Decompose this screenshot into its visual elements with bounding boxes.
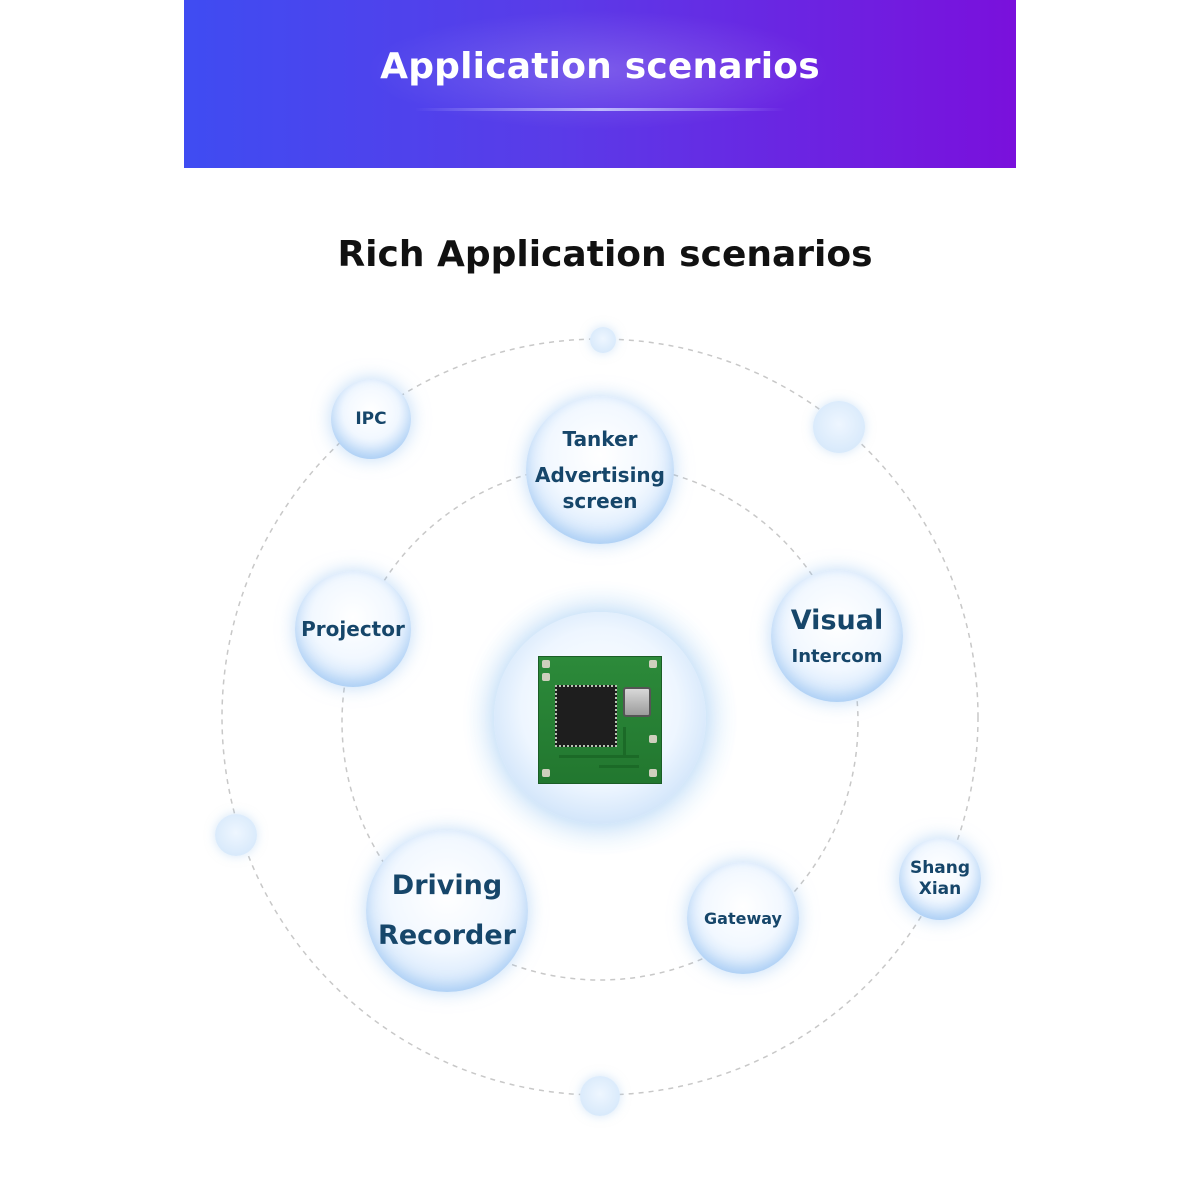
scenario-ipc: IPC bbox=[331, 379, 411, 459]
visual-label-line1: Visual bbox=[790, 605, 884, 636]
visual-label-line2: Intercom bbox=[791, 646, 883, 667]
chip-pad bbox=[542, 769, 550, 777]
inner-orbit bbox=[341, 463, 859, 981]
shang-label-line1: Shang bbox=[909, 858, 971, 878]
driving-label-line1: Driving bbox=[391, 870, 503, 901]
tanker-label-line1: Tanker bbox=[562, 427, 638, 451]
wifi-module-chip bbox=[538, 656, 662, 784]
scenario-shang-xian: Shang Xian bbox=[899, 838, 981, 920]
chip-pad bbox=[649, 769, 657, 777]
scenario-gateway: Gateway bbox=[687, 862, 799, 974]
orbit-dot-top-right bbox=[813, 401, 865, 453]
tanker-label-line2: Advertising bbox=[535, 463, 665, 487]
chip-crystal bbox=[623, 687, 651, 717]
shang-label-line2: Xian bbox=[918, 879, 962, 899]
section-title: Rich Application scenarios bbox=[337, 234, 873, 275]
driving-label-line2: Recorder bbox=[378, 920, 516, 951]
chip-pad bbox=[542, 660, 550, 668]
scenario-driving-recorder: Driving Recorder bbox=[366, 830, 528, 992]
orbit-dot-bottom bbox=[580, 1076, 620, 1116]
orbit-dot-left bbox=[215, 814, 257, 856]
orbit-dot-top bbox=[590, 327, 616, 353]
projector-label: Projector bbox=[301, 617, 405, 641]
banner-title: Application scenarios bbox=[380, 46, 820, 87]
chip-ic bbox=[555, 685, 617, 747]
scenario-visual-intercom: Visual Intercom bbox=[771, 570, 903, 702]
scenario-projector: Projector bbox=[295, 571, 411, 687]
chip-trace bbox=[559, 755, 639, 758]
gateway-label: Gateway bbox=[704, 908, 782, 928]
chip-pad bbox=[542, 673, 550, 681]
chip-trace bbox=[599, 765, 639, 768]
chip-pad bbox=[649, 660, 657, 668]
tanker-label-line3: screen bbox=[562, 489, 638, 513]
chip-pad bbox=[649, 735, 657, 743]
scenario-tanker-advertising-screen: Tanker Advertising screen bbox=[526, 396, 674, 544]
header-banner: Application scenarios bbox=[184, 0, 1016, 168]
banner-underline bbox=[414, 108, 786, 111]
chip-trace bbox=[623, 727, 626, 757]
ipc-label: IPC bbox=[355, 409, 387, 429]
